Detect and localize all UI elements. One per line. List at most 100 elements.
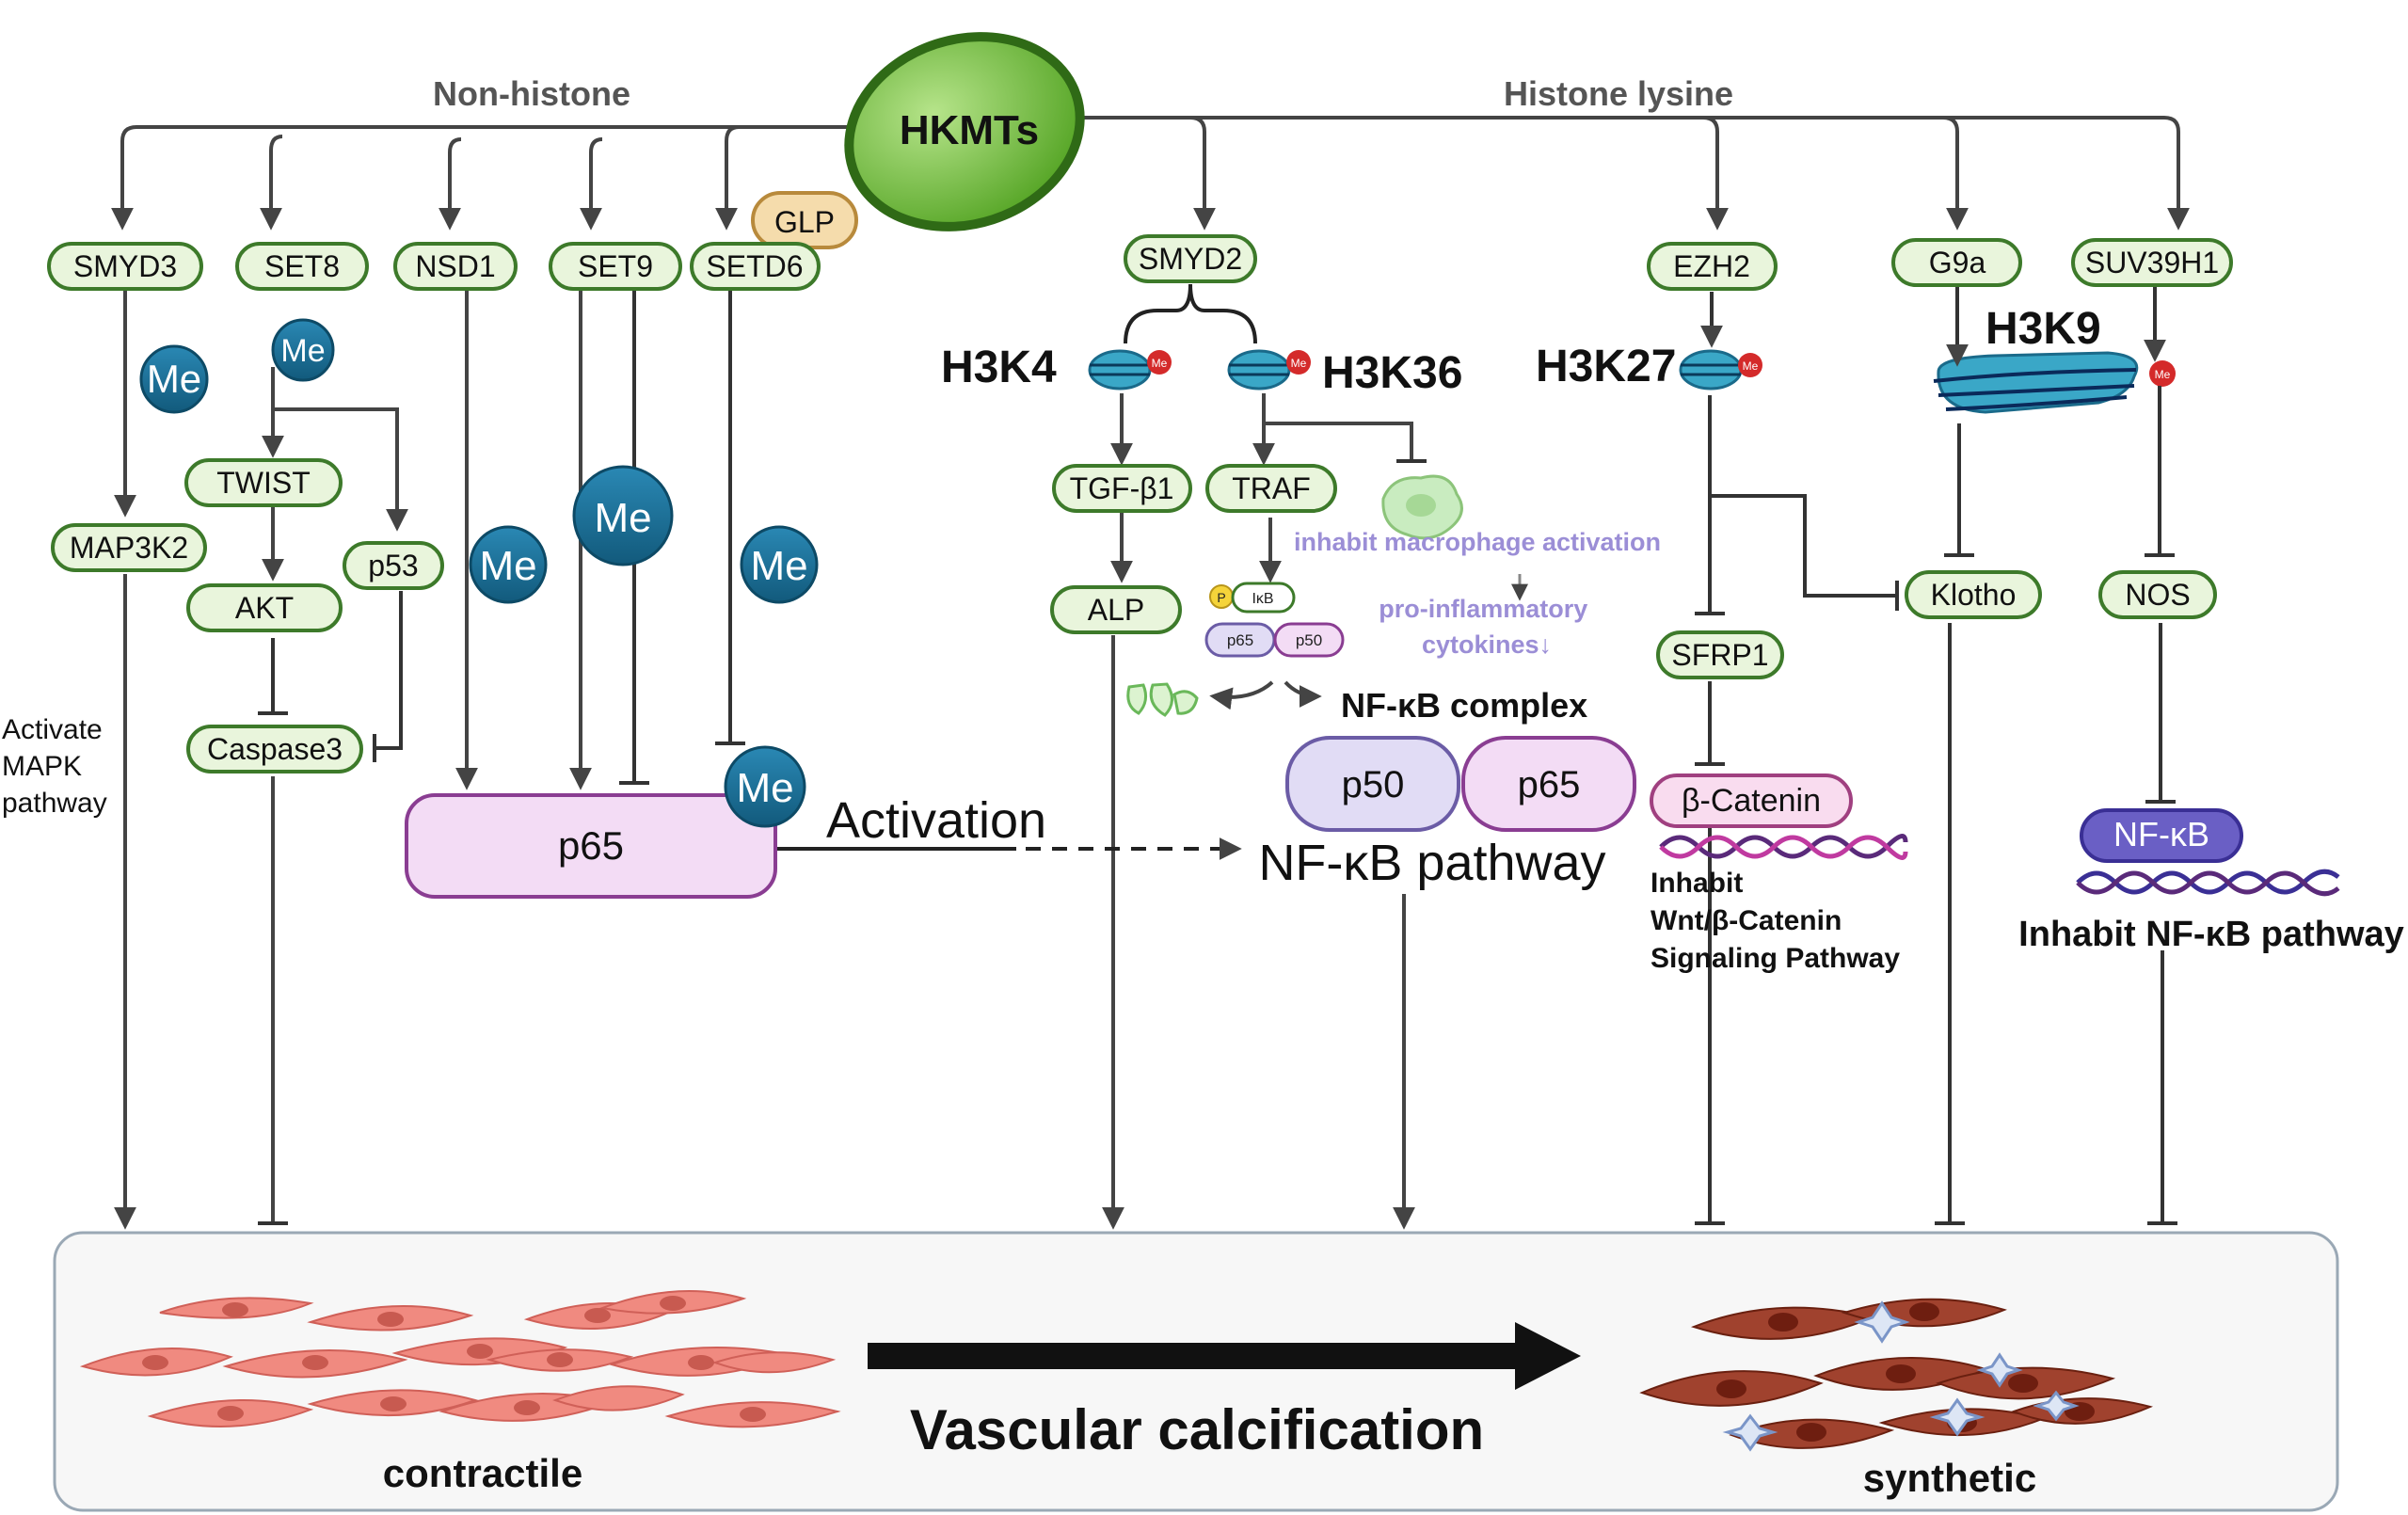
enzyme-suv39h1: SUV39H1 [2071,238,2233,287]
svg-text:TWIST: TWIST [216,466,311,500]
svg-text:IκB: IκB [1252,591,1273,607]
protein-akt: AKT [186,583,343,632]
svg-text:Me: Me [594,495,651,541]
svg-text:NOS: NOS [2125,578,2190,612]
me-icon: Me [740,525,819,604]
enzyme-smyd2: SMYD2 [1124,234,1257,283]
smyd2-pathway-lines [1110,393,1528,710]
svg-text:SMYD2: SMYD2 [1139,242,1242,276]
enzyme-glp: GLP [751,191,858,249]
transition-arrow [868,1322,1581,1390]
protein-alp: ALP [1050,585,1182,634]
protein-sfrp1: SFRP1 [1656,630,1784,679]
enzyme-nodes: SMYD3 SET8 NSD1 SET9 GLP SETD6 SMYD2 EZ [47,191,2233,291]
svg-text:Caspase3: Caspase3 [207,732,343,766]
nucleosome-h3k4-icon: Me [1088,349,1172,391]
contractile-nuclei [142,1296,766,1422]
protein-klotho: Klotho [1905,570,2042,619]
branch-label-histone-lysine: Histone lysine [1504,74,1733,113]
synthetic-label: synthetic [1863,1456,2036,1500]
svg-text:GLP: GLP [774,205,835,239]
svg-text:Me: Me [280,333,325,369]
svg-text:EZH2: EZH2 [1673,249,1750,283]
activate-mapk-label: Activate MAPK pathway [2,714,110,819]
nfkb-box: NF-κB [2080,808,2243,863]
me-icon: Me [572,465,674,566]
svg-text:MAP3K2: MAP3K2 [70,531,188,565]
svg-text:SFRP1: SFRP1 [1671,638,1768,672]
enzyme-ezh2: EZH2 [1647,242,1778,291]
protein-bcatenin: β-Catenin [1650,773,1853,828]
histone-mark-h3k4: H3K4 [941,343,1057,392]
svg-text:p65: p65 [1518,764,1581,805]
svg-text:P: P [1217,590,1225,605]
degraded-ikb-icon [1126,682,1199,717]
dna-helix-icon [1659,834,1908,860]
svg-text:SET9: SET9 [578,249,653,283]
svg-text:Me: Me [736,765,793,811]
p65-main: p65 [405,793,777,899]
protein-traf: TRAF [1205,464,1337,513]
protein-twist: TWIST [184,458,343,507]
histone-mark-h3k36: H3K36 [1322,348,1462,398]
svg-text:Me: Me [750,543,807,589]
protein-tgfb1: TGF-β1 [1052,464,1192,513]
svg-text:SETD6: SETD6 [706,249,803,283]
protein-map3k2: MAP3K2 [51,523,207,572]
ikb-complex-icon: P IκB p65 p50 [1204,582,1345,658]
svg-text:SUV39H1: SUV39H1 [2085,246,2219,279]
protein-p53: p53 [343,541,444,590]
svg-text:TRAF: TRAF [1232,471,1311,505]
vascular-calcification-label: Vascular calcification [910,1398,1484,1461]
branch-label-non-histone: Non-histone [433,74,630,113]
left-proteins: MAP3K2 TWIST AKT p53 Caspase3 [51,458,444,773]
inhabit-nfkb-label: Inhabit NF-κB pathway [2018,915,2404,954]
enzyme-setd6: SETD6 [690,242,821,291]
enzyme-nsd1: NSD1 [393,242,518,291]
svg-text:p50: p50 [1342,764,1405,805]
svg-text:SMYD3: SMYD3 [73,249,177,283]
svg-text:TGF-β1: TGF-β1 [1070,471,1174,505]
hkmts-node: HKMTs [844,32,1085,231]
svg-text:Me: Me [2155,368,2171,381]
g9a-suv39h1-lines [1935,287,2177,1225]
nucleosome-h3k27-icon: Me [1679,349,1762,391]
smyd2-bracket [1124,283,1257,344]
svg-text:Me: Me [479,543,536,589]
ezh2-pathway-lines [1695,292,1899,1225]
left-pathway-lines [114,291,1415,1230]
inhabit-macrophage-label: inhabit macrophage activation [1294,528,1661,556]
svg-text:p50: p50 [1296,631,1322,649]
me-icon: Me [139,344,209,414]
me-icon: Me [724,745,806,828]
hkmts-label: HKMTs [900,107,1039,153]
dna-helix-icon [2076,869,2340,897]
nfkb-pathway-label: NF-κB pathway [1258,835,1605,891]
proinflammatory-label: pro-inflammatory cytokines↓ [1379,595,1595,659]
activation-label: Activation [826,792,1046,849]
enzyme-g9a: G9a [1891,238,2022,287]
smyd2-proteins: TGF-β1 ALP TRAF [1050,464,1337,634]
svg-text:Me: Me [1743,359,1759,373]
svg-text:Me: Me [147,357,201,401]
svg-text:AKT: AKT [235,591,294,625]
calcium-crystals-icon [1722,1300,2080,1452]
tree-connectors [111,116,2190,231]
protein-caspase3: Caspase3 [186,725,363,773]
svg-text:Klotho: Klotho [1931,578,2017,612]
me-icon: Me [271,318,335,382]
svg-text:p65: p65 [1227,631,1253,649]
enzyme-set8: SET8 [235,242,369,291]
macrophage-icon [1381,474,1463,540]
protein-nos: NOS [2098,570,2217,619]
nfkb-complex-label: NF-κB complex [1341,686,1587,725]
svg-text:NSD1: NSD1 [415,249,495,283]
svg-text:p53: p53 [368,549,418,582]
nfkb-complex: p50 p65 [1285,736,1636,832]
svg-text:ALP: ALP [1088,593,1144,627]
histone-mark-h3k27: H3K27 [1536,342,1676,391]
inhabit-wnt-label: Inhabit Wnt/β-Catenin Signaling Pathway [1651,868,1900,974]
methyl-marks-left: Me Me Me Me Me [139,318,819,604]
svg-text:Me: Me [1152,357,1168,370]
